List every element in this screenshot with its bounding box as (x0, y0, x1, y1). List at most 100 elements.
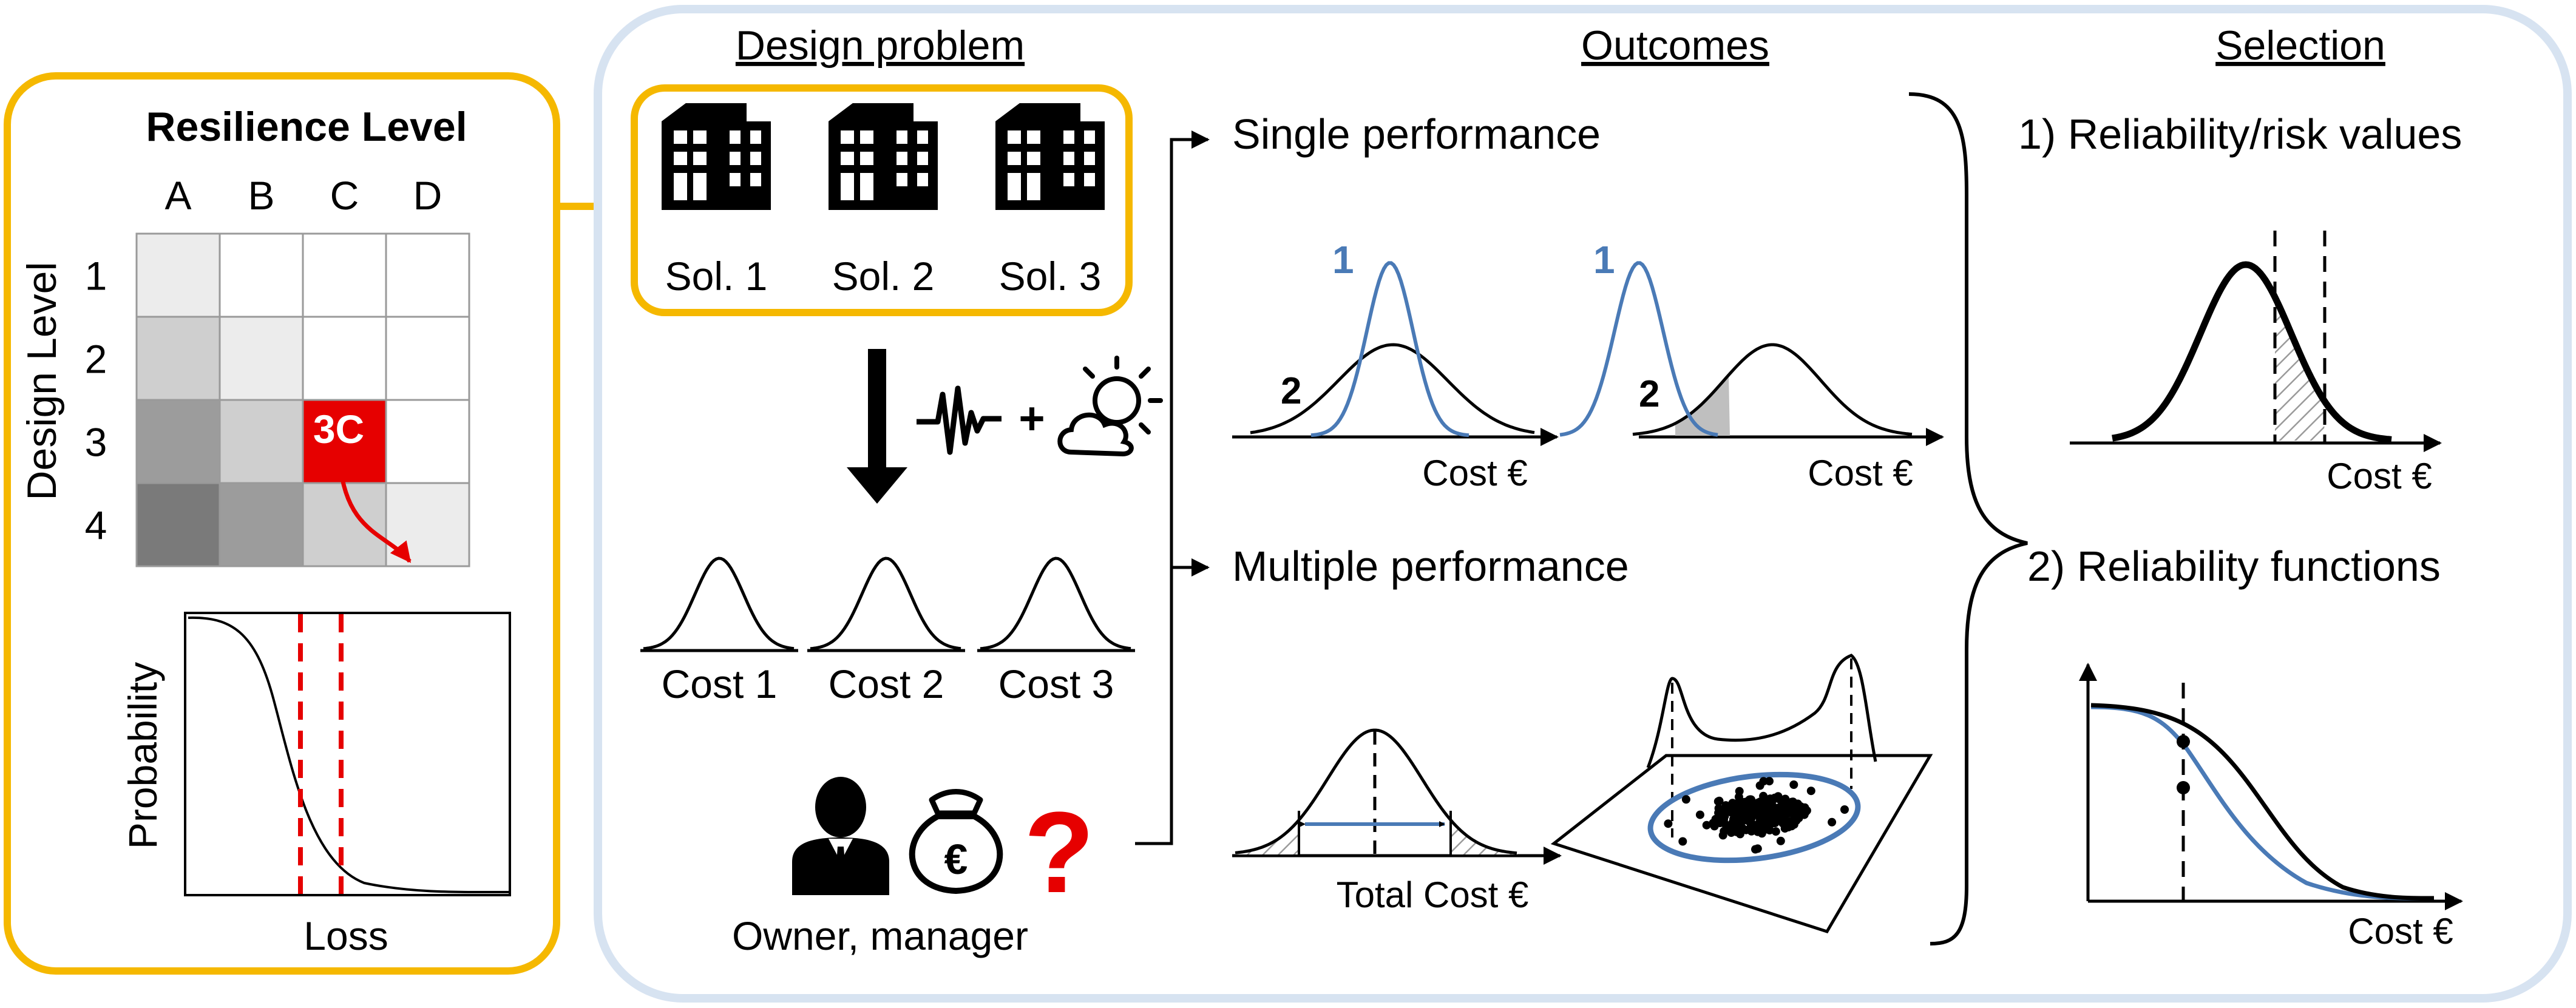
total-cost-distribution (1235, 728, 1517, 855)
grid-row-label: 4 (85, 503, 107, 548)
sample-point (1840, 805, 1849, 814)
cost-distributions (640, 556, 1135, 652)
selection-cost-axis-1: Cost € (2327, 456, 2432, 496)
grid-cell (135, 482, 221, 567)
curve-1-b (1559, 261, 1718, 437)
loss-axis-label: Loss (303, 913, 388, 958)
grid-row-label: 3 (85, 420, 107, 465)
sample-point (1777, 814, 1786, 823)
down-arrow-head (847, 467, 907, 504)
question-icon: ? (1024, 788, 1094, 917)
selection-plots (2070, 231, 2463, 910)
design-level-axis-label: Design Level (19, 262, 65, 500)
curve-2-b (1632, 343, 1913, 436)
grid-cell (219, 232, 304, 318)
reliability-function-blue (2090, 705, 2429, 901)
grid-cell (385, 232, 470, 318)
sample-point (1664, 819, 1673, 828)
resilience-design-grid (135, 232, 470, 567)
sample-point (1755, 808, 1764, 817)
probability-axis-label: Probability (120, 662, 165, 849)
sample-point (1774, 792, 1783, 801)
reliability-function-black (2090, 703, 2435, 901)
grid-column-label: B (248, 173, 274, 218)
total-cost-axis-label: Total Cost € (1337, 874, 1529, 915)
grid-cell (219, 482, 304, 567)
multiple-performance-label: Multiple performance (1232, 543, 1629, 590)
selection-heading: Selection (2215, 22, 2385, 69)
cost-label-1: Cost 1 (662, 661, 778, 706)
reliability-point-2 (2177, 781, 2190, 794)
risk-distribution (2112, 261, 2392, 443)
cost-label-2: Cost 2 (829, 661, 944, 706)
grid-column-label: A (164, 173, 191, 218)
sample-point (1681, 795, 1690, 804)
down-arrow-shaft (868, 349, 886, 470)
sample-point (1713, 797, 1723, 806)
confidence-ellipse (1647, 771, 1861, 864)
money-bag-icon: € (909, 789, 1003, 895)
sample-point (1755, 814, 1764, 824)
cost-distribution-curve (980, 556, 1131, 651)
sample-point (1759, 791, 1768, 800)
grid-column-label: C (330, 173, 359, 218)
curve1-label-a: 1 (1332, 238, 1354, 282)
single-performance-plots (1232, 261, 1944, 446)
sample-point (1780, 824, 1789, 833)
design-problem-heading: Design problem (736, 22, 1025, 69)
sample-point (1747, 799, 1757, 808)
businessman-icon (792, 777, 889, 895)
sample-point (1715, 806, 1724, 815)
curve2-label-b: 2 (1639, 373, 1659, 415)
selection-cost-axis-2: Cost € (2348, 911, 2453, 952)
joint-plane (1550, 754, 1933, 933)
sample-point (1759, 777, 1768, 786)
owner-manager-label: Owner, manager (732, 913, 1028, 958)
highlight-arrow (337, 461, 412, 563)
selection-item-2: 2) Reliability functions (2027, 543, 2441, 590)
sample-point (1695, 810, 1704, 819)
curve-2-a (1250, 343, 1535, 435)
joint-marginal-curve (1646, 654, 1877, 768)
sample-point (1747, 827, 1756, 836)
grid-cell (302, 232, 387, 318)
solution-label-1: Sol. 1 (665, 254, 768, 299)
sample-point (1751, 845, 1760, 854)
plus-sign: + (1019, 393, 1045, 444)
loss-exceedance-curve (188, 616, 509, 894)
grid-column-label: D (413, 173, 442, 218)
sample-point (1741, 802, 1750, 811)
multiple-performance-plots (1232, 654, 1933, 933)
sample-point (1776, 836, 1785, 845)
grid-cell (302, 316, 387, 401)
earthquake-wave-icon (917, 385, 1002, 455)
sample-point (1740, 810, 1749, 819)
single-performance-label: Single performance (1232, 110, 1601, 158)
grid-cell (135, 232, 221, 318)
loss-plot-frame (184, 612, 511, 896)
grid-cell (385, 482, 470, 567)
grid-cell (135, 399, 221, 484)
sample-point (1729, 814, 1738, 824)
sample-point (1732, 827, 1741, 836)
sample-point (1766, 797, 1775, 806)
sample-point (1783, 797, 1791, 807)
curve1-label-b: 1 (1593, 238, 1615, 282)
sample-point (1702, 820, 1711, 830)
weather-icon (1057, 356, 1163, 457)
cost-axis-label-b: Cost € (1808, 453, 1913, 493)
sample-point (1718, 831, 1727, 840)
sample-point (1786, 817, 1795, 826)
reliability-point-1 (2177, 735, 2190, 748)
grid-row-label: 1 (85, 254, 107, 299)
sample-point (1758, 825, 1768, 834)
sample-point (1828, 817, 1837, 827)
selection-item-1: 1) Reliability/risk values (2018, 110, 2462, 158)
curve-1-a (1310, 261, 1469, 438)
curve2-label-a: 2 (1281, 370, 1301, 412)
cost-axis-label-a: Cost € (1422, 453, 1527, 493)
sample-point (1789, 780, 1798, 789)
grid-cell (385, 399, 470, 484)
